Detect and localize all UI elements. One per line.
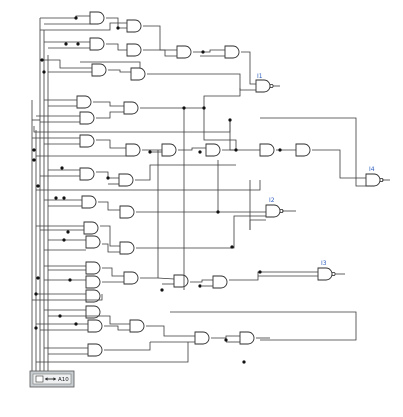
input-component[interactable]: A10 xyxy=(29,370,75,388)
input-bus xyxy=(31,18,49,375)
output-gates xyxy=(255,79,384,281)
output-labels: I1 I4 I2 I3 xyxy=(257,73,375,267)
input-component-label: A10 xyxy=(58,377,69,383)
output-label-1: I1 xyxy=(257,73,263,80)
wires xyxy=(32,15,390,363)
bidirectional-arrow-icon xyxy=(35,375,56,383)
output-label-3: I2 xyxy=(269,197,275,204)
output-label-4: I3 xyxy=(321,260,327,267)
junctions xyxy=(32,16,282,364)
output-label-2: I4 xyxy=(369,166,375,173)
